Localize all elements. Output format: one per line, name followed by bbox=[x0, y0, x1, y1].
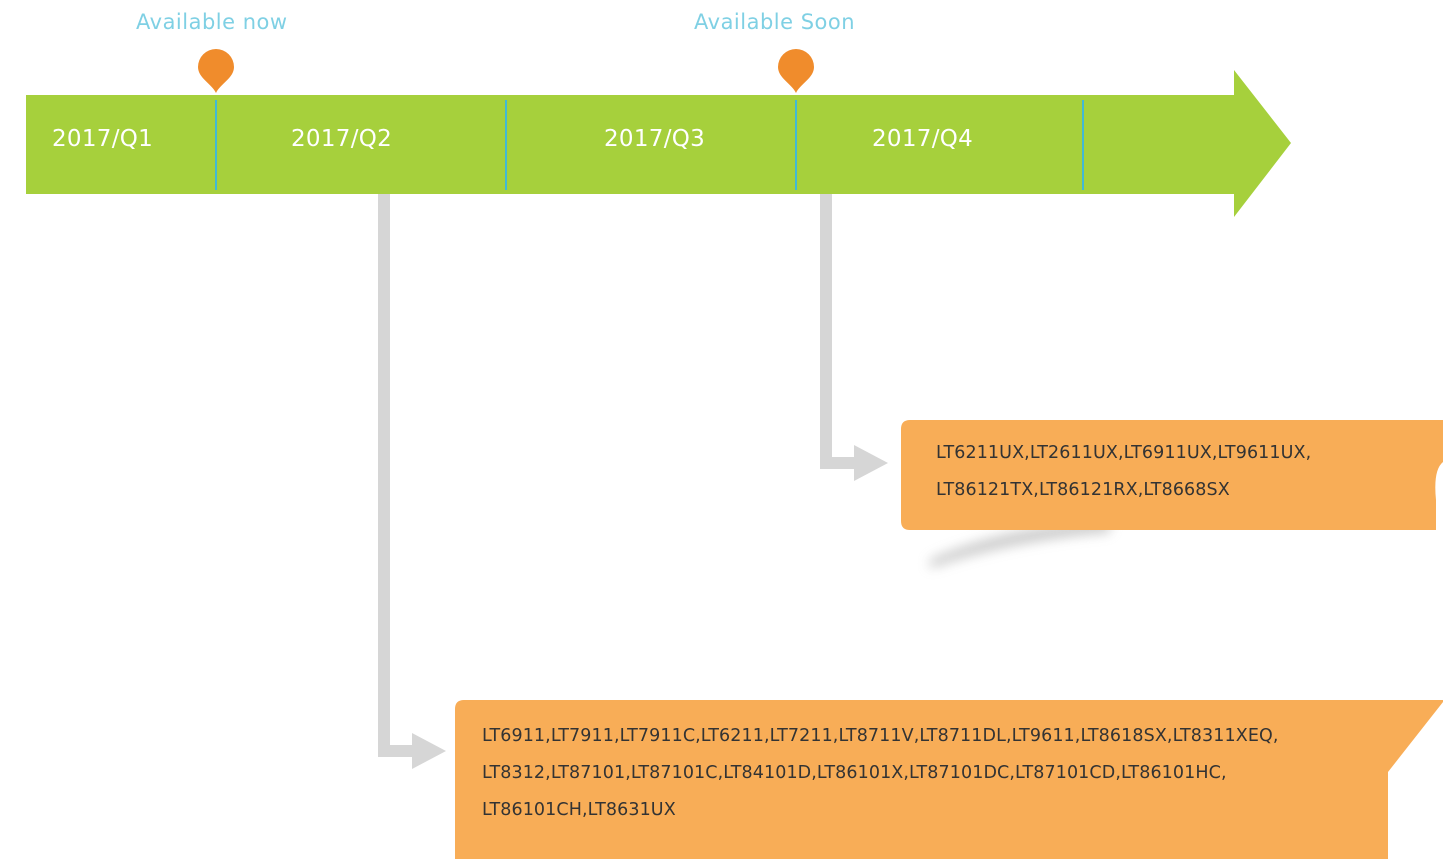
note-available-soon bbox=[901, 420, 1443, 530]
map-pin-icon bbox=[198, 49, 234, 93]
quarter-label-q4: 2017/Q4 bbox=[872, 126, 974, 152]
product-list-line: LT6211UX,LT2611UX,LT6911UX,LT9611UX, bbox=[936, 443, 1312, 463]
product-list-line: LT86121TX,LT86121RX,LT8668SX bbox=[936, 480, 1230, 500]
product-list-line: LT86101CH,LT8631UX bbox=[482, 800, 676, 820]
note-shadow bbox=[930, 520, 1110, 568]
quarter-label-q3: 2017/Q3 bbox=[604, 126, 706, 152]
available-soon-products: LT6211UX,LT2611UX,LT6911UX,LT9611UX, LT8… bbox=[936, 435, 1416, 509]
connector-now bbox=[378, 194, 446, 769]
timeline-arrow bbox=[26, 70, 1291, 217]
available-soon-label: Available Soon bbox=[694, 10, 856, 34]
product-list-line: LT8312,LT87101,LT87101C,LT84101D,LT86101… bbox=[482, 763, 1227, 783]
connector-soon bbox=[820, 194, 888, 481]
product-list-line: LT6911,LT7911,LT7911C,LT6211,LT7211,LT87… bbox=[482, 726, 1279, 746]
available-now-products: LT6911,LT7911,LT7911C,LT6211,LT7211,LT87… bbox=[482, 718, 1402, 829]
quarter-label-q2: 2017/Q2 bbox=[291, 126, 393, 152]
available-now-label: Available now bbox=[136, 10, 288, 34]
note-available-now bbox=[455, 700, 1443, 859]
quarter-label-q1: 2017/Q1 bbox=[52, 126, 154, 152]
map-pin-icon bbox=[778, 49, 814, 93]
